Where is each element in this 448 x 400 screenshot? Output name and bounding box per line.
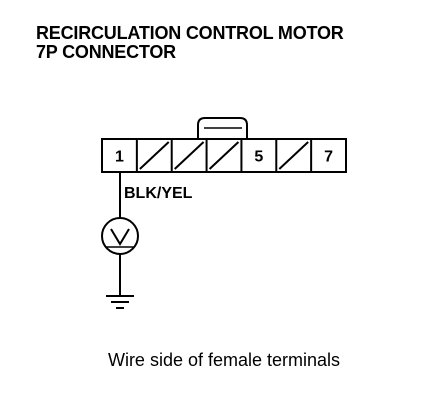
terminal-cell-3 xyxy=(170,139,205,172)
terminal-unused-hatch xyxy=(208,141,240,170)
wire-color-label: BLK/YEL xyxy=(124,185,193,202)
terminal-unused-hatch xyxy=(139,141,170,170)
terminal-cell-6 xyxy=(275,139,309,172)
terminal-number: 7 xyxy=(324,149,333,166)
connector-terminals: 1 5 7 xyxy=(115,139,333,172)
terminal-cell-2 xyxy=(135,139,170,172)
terminal-unused-hatch xyxy=(174,141,205,170)
terminal-cell-1: 1 xyxy=(115,149,124,166)
title-line-2: 7P CONNECTOR xyxy=(36,42,176,62)
ground-icon xyxy=(106,295,134,309)
terminal-cell-4 xyxy=(205,139,240,172)
terminal-view-caption: Wire side of female terminals xyxy=(107,350,341,370)
diagram-title: RECIRCULATION CONTROL MOTOR 7P CONNECTOR xyxy=(36,24,344,62)
connector-lock-tab xyxy=(197,117,248,139)
voltmeter-icon xyxy=(101,217,139,255)
terminal-cell-5: 5 xyxy=(240,139,263,172)
terminal-number: 5 xyxy=(254,149,263,166)
terminal-number: 1 xyxy=(115,149,124,166)
terminal-cell-7: 7 xyxy=(310,139,333,172)
terminal-unused-hatch xyxy=(278,141,309,170)
title-line-1: RECIRCULATION CONTROL MOTOR xyxy=(36,23,344,43)
